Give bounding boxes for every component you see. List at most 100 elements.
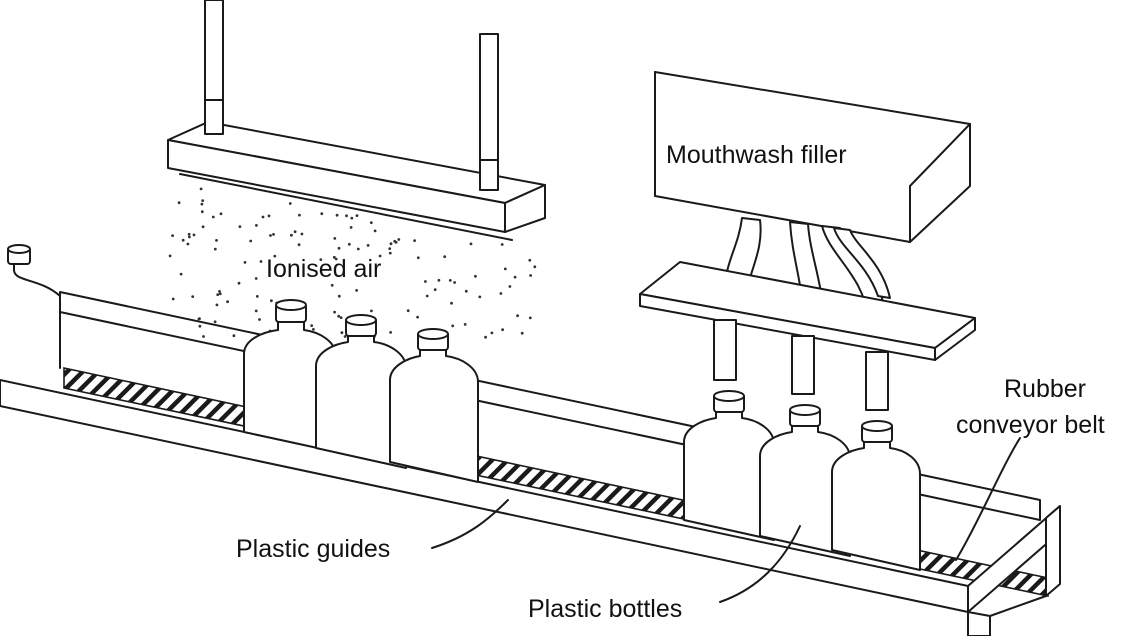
air-particle — [533, 265, 536, 268]
air-particle — [464, 323, 467, 326]
air-particle — [310, 324, 313, 327]
air-particle — [393, 240, 396, 243]
air-particle — [238, 282, 241, 285]
air-particle — [269, 234, 272, 237]
air-particle — [249, 240, 252, 243]
air-particle — [438, 279, 441, 282]
air-particle — [188, 233, 191, 236]
air-particle — [258, 318, 261, 321]
label-rubber: Rubber — [1004, 374, 1086, 404]
air-particle — [187, 243, 190, 246]
nozzle-1 — [714, 320, 736, 380]
air-particle — [348, 243, 351, 246]
air-particle — [424, 280, 427, 283]
air-particle — [443, 255, 446, 258]
air-particle — [451, 325, 454, 328]
air-particle — [367, 244, 370, 247]
air-particle — [188, 236, 191, 239]
air-particle — [501, 328, 504, 331]
air-particle — [270, 299, 273, 302]
air-particle — [357, 248, 360, 251]
air-particle — [333, 311, 336, 314]
label-mouthwash-filler: Mouthwash filler — [666, 140, 847, 170]
air-particle — [298, 214, 301, 217]
air-particle — [416, 316, 419, 319]
air-particle — [268, 215, 271, 218]
air-particle — [262, 216, 265, 219]
air-particle — [294, 230, 297, 233]
air-particle — [474, 275, 477, 278]
air-particle — [345, 214, 348, 217]
air-particle — [169, 255, 172, 258]
air-particle — [193, 234, 196, 237]
air-particle — [478, 296, 481, 299]
air-particle — [331, 284, 334, 287]
air-particle — [289, 202, 292, 205]
air-particle — [390, 242, 393, 245]
air-particle — [214, 248, 217, 251]
air-particle — [255, 277, 258, 280]
air-particle — [200, 188, 203, 191]
air-particle — [355, 289, 358, 292]
bottle — [832, 436, 920, 570]
air-particle — [453, 281, 456, 284]
air-particle — [528, 259, 531, 262]
air-particle — [338, 295, 341, 298]
air-particle — [171, 234, 174, 237]
air-particle — [449, 279, 452, 282]
air-particle — [255, 310, 258, 313]
air-particle — [516, 314, 519, 317]
air-particle — [413, 239, 416, 242]
air-particle — [529, 317, 532, 320]
air-particle — [215, 239, 218, 242]
air-particle — [202, 335, 205, 338]
air-particle — [417, 256, 420, 259]
air-particle — [336, 214, 339, 217]
air-particle — [180, 273, 183, 276]
air-particle — [320, 212, 323, 215]
air-particle — [218, 290, 221, 293]
air-particle — [212, 216, 215, 219]
air-particle — [333, 237, 336, 240]
air-particle — [450, 302, 453, 305]
air-particle — [529, 274, 532, 277]
air-particle — [370, 221, 373, 224]
air-particle — [198, 318, 201, 321]
air-particle — [356, 214, 359, 217]
air-particle — [178, 201, 181, 204]
label-plastic-bottles: Plastic bottles — [528, 594, 682, 624]
air-particle — [182, 239, 185, 242]
air-particle — [226, 300, 229, 303]
air-particle — [350, 226, 353, 229]
air-particle — [374, 230, 377, 233]
bottle — [390, 344, 478, 482]
air-particle — [514, 276, 517, 279]
air-particle — [201, 203, 204, 206]
air-particle — [272, 233, 275, 236]
air-particle — [341, 331, 344, 334]
air-particle — [219, 292, 222, 295]
label-ionised-air: Ionised air — [266, 254, 381, 284]
air-particle — [465, 290, 468, 293]
air-particle — [202, 225, 205, 228]
air-particle — [350, 217, 353, 220]
mouthwash-filler — [640, 72, 975, 410]
air-particle — [244, 261, 247, 264]
air-particle — [298, 243, 301, 246]
label-conveyor-belt: conveyor belt — [956, 410, 1105, 440]
air-particle — [407, 309, 410, 312]
air-particle — [388, 247, 391, 250]
air-particle — [500, 292, 503, 295]
air-particle — [470, 243, 473, 246]
nozzle-2 — [792, 336, 814, 394]
air-particle — [199, 325, 202, 328]
air-particle — [434, 288, 437, 291]
air-particle — [260, 260, 263, 263]
air-particle — [201, 199, 204, 202]
air-particle — [239, 225, 242, 228]
air-particle — [389, 331, 392, 334]
air-particle — [426, 295, 429, 298]
air-particle — [290, 234, 293, 237]
